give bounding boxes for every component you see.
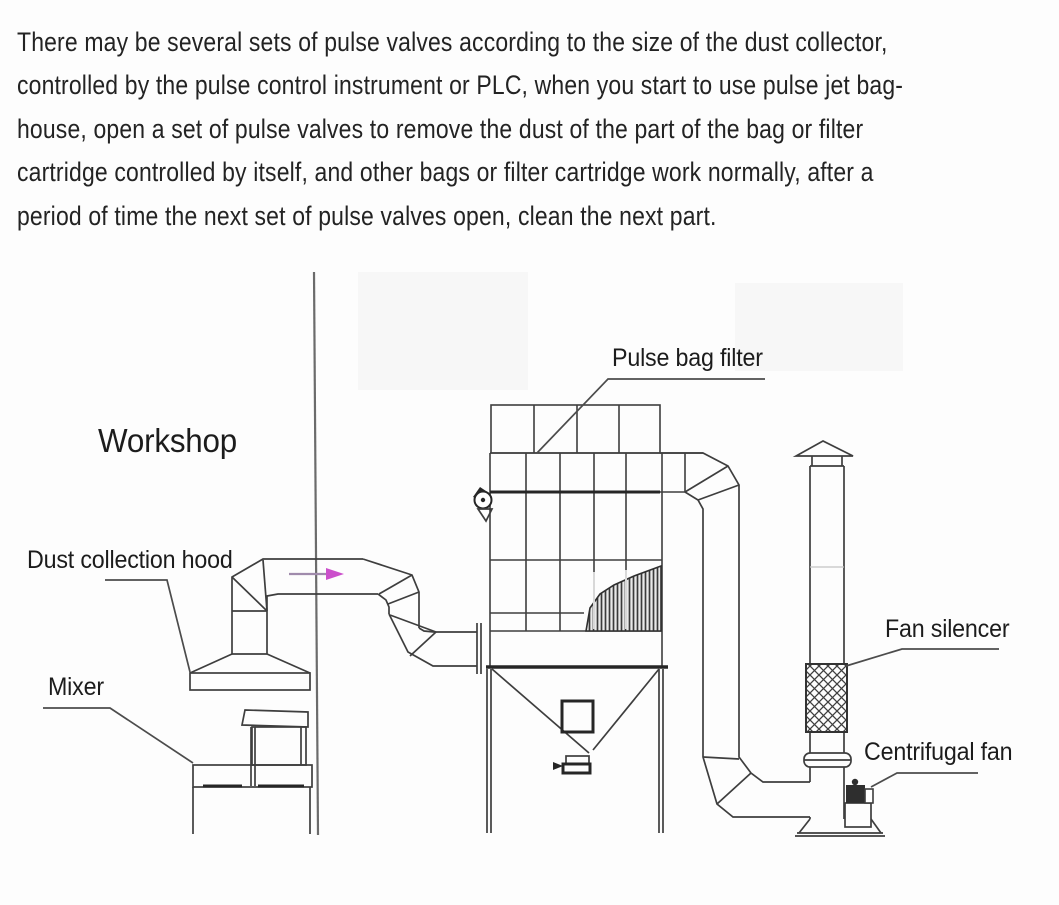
label-pulse-bag-filter: Pulse bag filter xyxy=(612,344,763,372)
centrifugal-fan-shape xyxy=(795,778,885,837)
label-centrifugal-fan: Centrifugal fan xyxy=(864,738,1013,766)
flow-direction-arrow xyxy=(289,568,344,580)
dust-collection-hood-shape xyxy=(189,558,378,691)
label-mixer: Mixer xyxy=(48,673,104,701)
pulse-valve-shape xyxy=(473,487,494,523)
dust-collection-hood-leader xyxy=(105,579,191,673)
workshop-wall-line xyxy=(312,271,320,836)
pulse-bag-filter-leader xyxy=(536,378,765,454)
label-workshop: Workshop xyxy=(98,422,238,459)
chimney-stack-shape xyxy=(792,440,854,819)
paragraph-line: house, open a set of pulse valves to rem… xyxy=(17,113,864,144)
dust-pile-shape xyxy=(585,564,662,632)
label-dust-collection-hood: Dust collection hood xyxy=(27,546,233,574)
paragraph-line: controlled by the pulse control instrume… xyxy=(17,70,904,101)
inlet-duct-shape xyxy=(362,558,482,674)
mixer-leader xyxy=(43,707,194,764)
paragraph-line: There may be several sets of pulse valve… xyxy=(17,27,888,57)
label-fan-silencer: Fan silencer xyxy=(885,615,1010,643)
outlet-duct-shape xyxy=(660,452,810,818)
mixer-shape xyxy=(192,709,313,834)
fan-silencer-leader xyxy=(845,648,999,667)
centrifugal-fan-leader xyxy=(870,772,978,788)
paragraph-line: period of time the next set of pulse val… xyxy=(17,200,717,231)
fan-silencer-shape xyxy=(805,663,848,733)
leader-lines xyxy=(43,378,999,788)
pulse-bag-filter-shape xyxy=(486,404,703,669)
paragraph-line: cartridge controlled by itself, and othe… xyxy=(17,157,874,188)
hopper-shape xyxy=(486,668,664,833)
intro-paragraph: There may be several sets of pulse valve… xyxy=(17,21,1054,238)
